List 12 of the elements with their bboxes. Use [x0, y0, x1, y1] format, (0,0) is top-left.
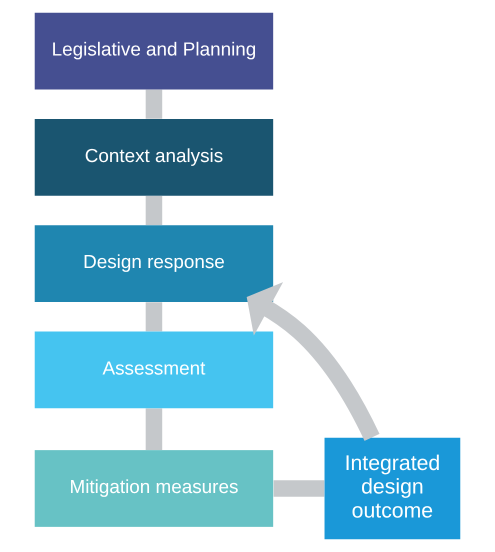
node-box: Mitigation measures	[34, 450, 274, 527]
node-box: Assessment	[34, 331, 274, 408]
arrow	[246, 282, 380, 441]
node-box: Design response	[34, 225, 274, 302]
connector	[146, 302, 162, 332]
connector	[274, 480, 324, 497]
connector	[146, 196, 162, 225]
node-box: Legislative and Planning	[34, 12, 274, 90]
connector	[146, 90, 162, 119]
node-box: Context analysis	[34, 119, 274, 196]
node-box: Integrated design outcome	[324, 438, 460, 540]
connector	[146, 408, 162, 450]
